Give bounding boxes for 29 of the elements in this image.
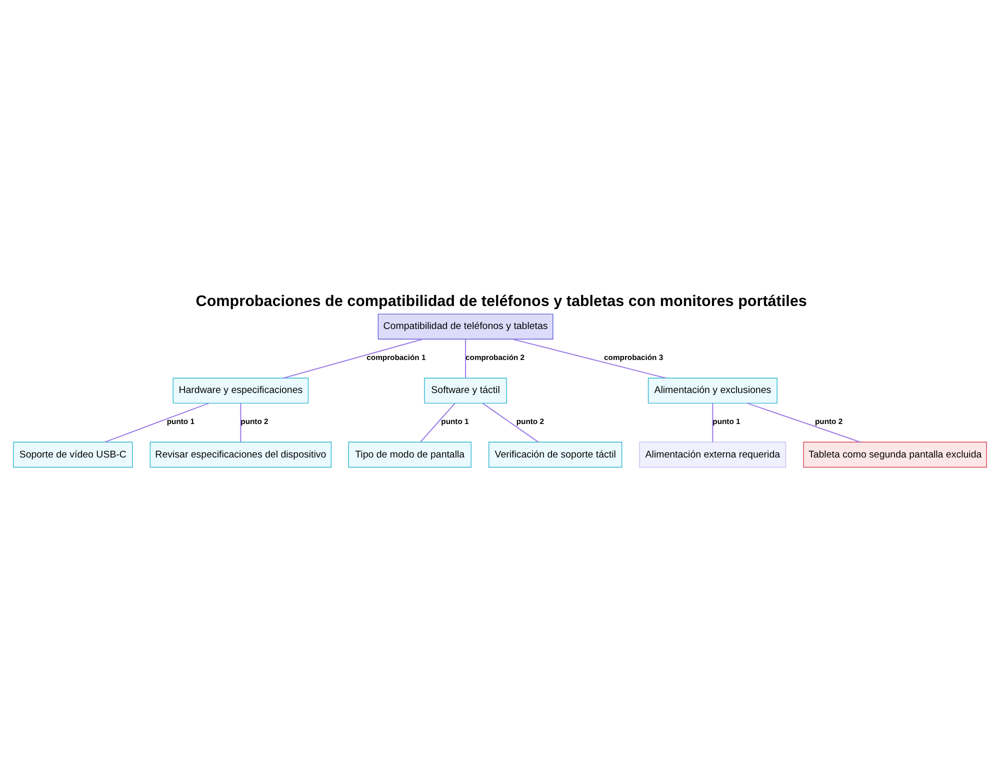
connector (283, 338, 424, 378)
diagram-title: Comprobaciones de compatibilidad de teléfonos y tabletas con monitores portátiles (196, 292, 807, 310)
connector (465, 338, 466, 378)
node-box: Tipo de modo de pantalla (348, 441, 472, 468)
node-box: Alimentación y exclusiones (648, 377, 778, 404)
edge-label: punto 2 (240, 416, 268, 426)
connector (512, 338, 666, 378)
connector (240, 402, 242, 442)
edge-label: punto 2 (815, 416, 843, 426)
node-box: Revisar especificaciones del dispositivo (150, 441, 332, 468)
edge-label: punto 1 (166, 416, 194, 426)
edge-label: comprobación 3 (604, 352, 664, 362)
node-box: Compatibilidad de teléfonos y tabletas (378, 313, 554, 339)
edge-label: punto 1 (441, 416, 469, 426)
node-box: Tableta como segunda pantalla excluida (803, 441, 987, 468)
edge-label: comprobación 2 (466, 352, 525, 362)
node-box: Verificación de soporte táctil (488, 441, 622, 468)
connector (420, 402, 456, 442)
connector (482, 402, 539, 442)
edge-label: punto 1 (712, 416, 740, 426)
edge-label: comprobación 1 (366, 352, 426, 362)
node-box: Software y táctil (424, 377, 507, 404)
connector (104, 402, 210, 442)
node-box: Soporte de vídeo USB-C (13, 441, 133, 468)
node-box: Hardware y especificaciones (172, 377, 309, 404)
connector (712, 402, 714, 442)
node-box: Alimentación externa requerida (639, 441, 786, 468)
edge-label: punto 2 (516, 416, 544, 426)
connector (747, 402, 861, 442)
